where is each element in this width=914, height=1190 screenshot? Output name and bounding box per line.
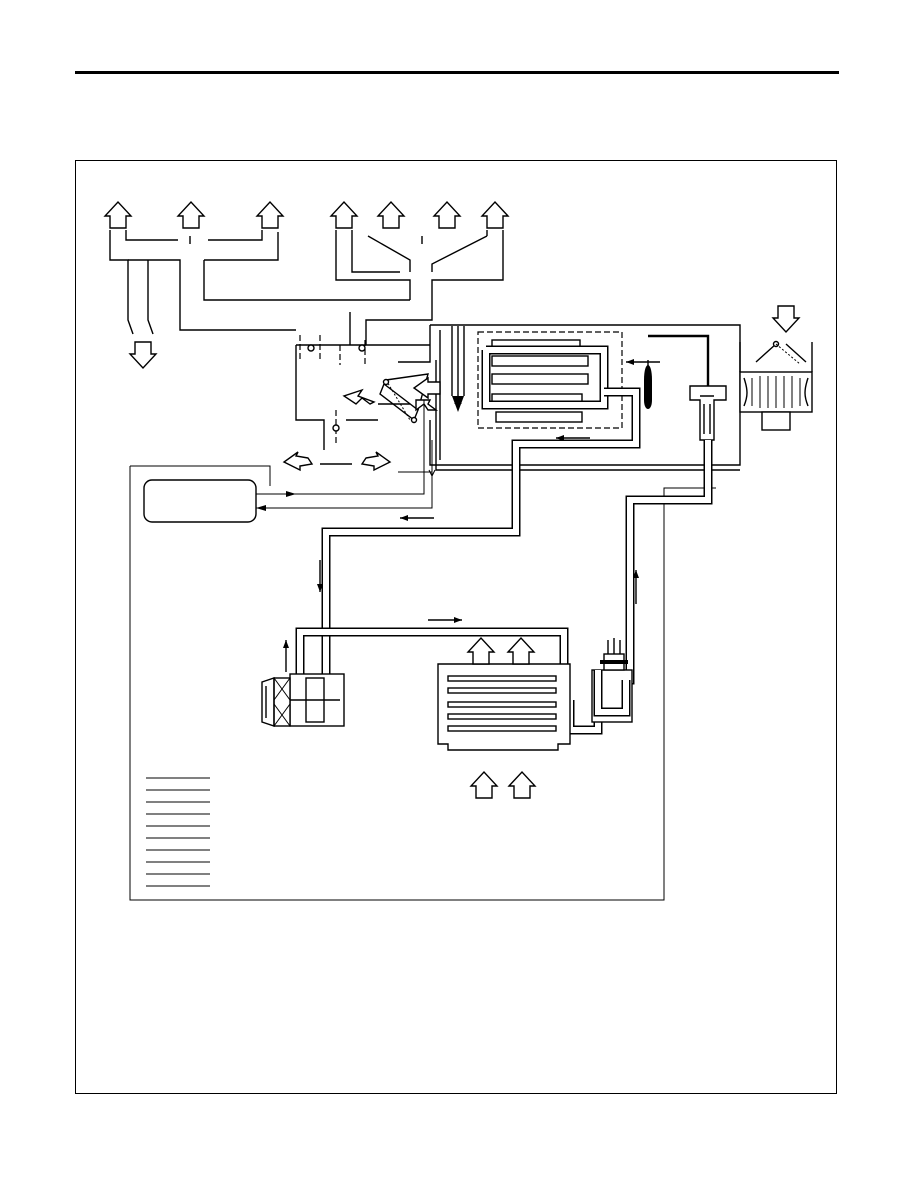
evaporator (477, 331, 623, 441)
condenser (437, 637, 571, 799)
receiver-drier (591, 638, 633, 723)
expansion-valve (648, 334, 727, 441)
header-rule (75, 71, 839, 74)
compressor (261, 673, 345, 727)
airflow-arrows (282, 376, 441, 472)
mode-door-housing (295, 324, 741, 471)
air-mix-door (378, 373, 429, 424)
wiring-frame (129, 400, 716, 901)
heater-core (451, 326, 465, 412)
figure-frame (75, 160, 837, 1094)
control-unit (143, 479, 257, 523)
legend-lines (146, 777, 210, 887)
blower-fan (739, 305, 813, 431)
outlet-ducts-left (109, 230, 410, 369)
thermo-sensor (626, 359, 660, 409)
outlet-arrows-left (104, 201, 284, 229)
outlet-ducts-right (335, 230, 504, 345)
outlet-arrows-right (330, 201, 509, 229)
